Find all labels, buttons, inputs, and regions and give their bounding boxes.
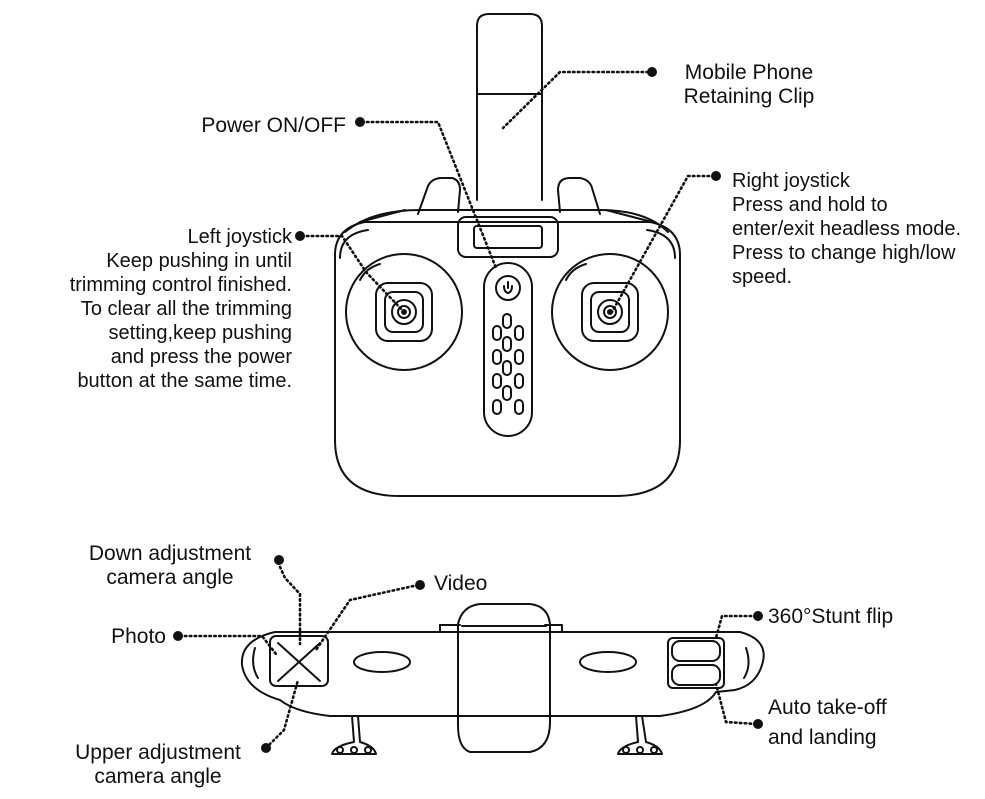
label-right-joystick: Right joystick Press and hold to enter/e…: [732, 170, 962, 288]
right-action-buttons: [667, 637, 725, 689]
label-mobile-phone-clip: Mobile Phone Retaining Clip: [683, 61, 815, 108]
controller-body: [334, 209, 681, 497]
left-stand: [331, 715, 377, 755]
leader-dots: [173, 67, 763, 753]
top-body: [240, 624, 765, 717]
label-auto-takeoff: Auto take-off and landing: [768, 696, 887, 749]
display-window: [457, 216, 559, 258]
phone-clip: [476, 13, 543, 201]
camera-dpad: [269, 635, 329, 687]
center-button-panel: [483, 262, 533, 437]
label-photo: Photo: [111, 625, 166, 648]
right-joystick: [551, 253, 669, 371]
top-phone-clip: [457, 603, 551, 753]
label-power: Power ON/OFF: [201, 114, 346, 137]
left-joystick: [345, 253, 463, 371]
right-stand: [617, 715, 663, 755]
label-upper-adjustment: Upper adjustment camera angle: [75, 741, 241, 788]
label-down-adjustment: Down adjustment camera angle: [88, 542, 252, 589]
shoulder-buttons: [417, 177, 601, 215]
label-left-joystick: Left joystick Keep pushing in until trim…: [69, 226, 292, 392]
label-video: Video: [434, 572, 488, 595]
top-left-ovals: [353, 651, 637, 673]
label-stunt-flip: 360°Stunt flip: [768, 605, 894, 628]
